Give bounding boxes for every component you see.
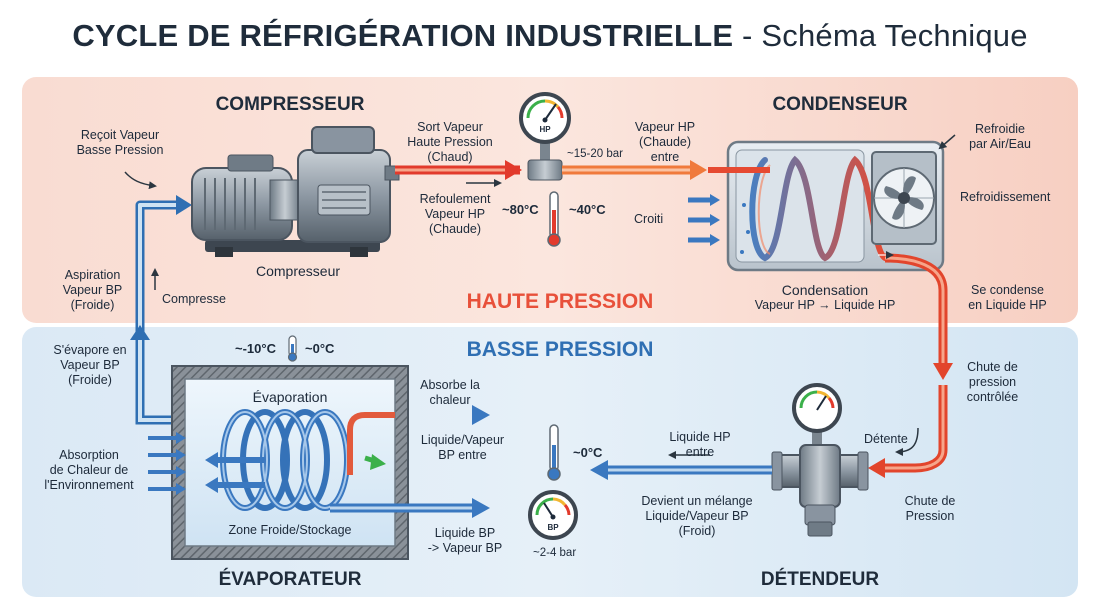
title-main: CYCLE DE RÉFRIGÉRATION INDUSTRIELLE (72, 18, 734, 53)
compresses-label: Compresse (162, 292, 226, 306)
fan-icon (871, 151, 937, 245)
heat-absorption-arrows (148, 432, 186, 495)
hp-temp-40: ~40°C (569, 202, 606, 217)
evap-temp-low: ~-10°C (235, 341, 276, 356)
suction-up-arrow (130, 325, 150, 340)
expansion-label: Détente (864, 432, 908, 446)
cold-zone-caption: Zone Froide/Stockage (228, 523, 352, 537)
section-expansion: DÉTENDEUR (760, 569, 880, 590)
title-separator: - (733, 18, 762, 53)
suction-arrowhead (176, 195, 192, 215)
water-drops (740, 203, 750, 254)
hp-pressure-value: ~15-20 bar (567, 148, 623, 160)
croiti-label: Croiti (634, 212, 664, 226)
liquid-line-to-valve (880, 385, 948, 473)
expansion-valve-icon (771, 383, 869, 537)
lp-liquid-to-vapor-label: Liquide BP-> Vapeur BP (427, 526, 503, 555)
compressor-icon (191, 126, 400, 257)
hp-vapor-in-label: Vapeur HP(Chaude)entre (634, 120, 696, 164)
section-evaporator: ÉVAPORATEUR (218, 569, 362, 590)
hp-gauge-label: HP (539, 125, 551, 134)
thermometer-bp-icon (547, 424, 561, 481)
title-subtitle: Schéma Technique (761, 18, 1028, 53)
evap-temp-high: ~0°C (305, 341, 335, 356)
low-pressure-label: BASSE PRESSION (466, 338, 654, 361)
section-condenser: CONDENSEUR (772, 94, 908, 115)
cooling-label: Refroidissement (960, 190, 1051, 204)
bp-temp-value: ~0°C (573, 445, 603, 460)
bp-gauge-label: BP (547, 523, 559, 532)
cooling-air-arrows (688, 194, 720, 246)
evaporation-caption: Évaporation (252, 389, 328, 405)
thermometer-evap-icon (287, 335, 298, 362)
compressor-caption: Compresseur (255, 263, 341, 279)
bp-pressure-value: ~2-4 bar (533, 547, 577, 559)
hp-temp-hot: ~80°C (502, 202, 539, 217)
page-title: CYCLE DE RÉFRIGÉRATION INDUSTRIELLE - Sc… (0, 18, 1100, 54)
section-compressor: COMPRESSEUR (215, 94, 365, 115)
high-pressure-label: HAUTE PRESSION (466, 290, 654, 313)
hp-pressure-gauge-icon (519, 92, 571, 181)
thermometer-hp-icon (547, 191, 561, 247)
bp-pressure-gauge-icon (528, 490, 578, 540)
